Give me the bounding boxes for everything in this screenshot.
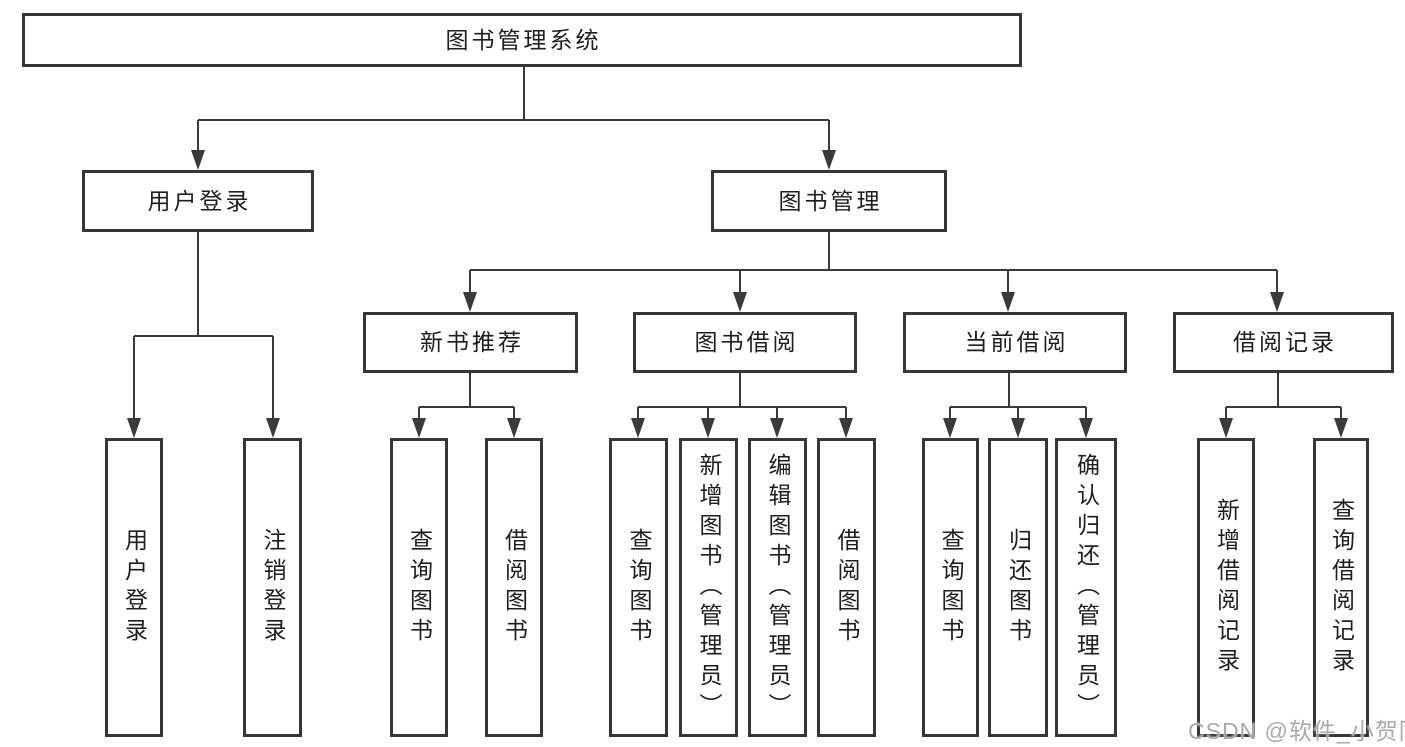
node-user-login-branch: 用户登录	[82, 170, 314, 232]
node-label: 借阅记录	[1233, 329, 1337, 355]
node-new-book-recommendation: 新书推荐	[363, 312, 578, 373]
node-book-management-system: 图书管理系统	[22, 13, 1022, 67]
node-borrow-books-recommend: 借阅图书	[485, 438, 543, 737]
node-query-books-recommend: 查询图书	[390, 438, 448, 737]
node-label: 归还图书	[1005, 527, 1032, 648]
node-query-borrow-record: 查询借阅记录	[1313, 438, 1369, 737]
node-label: 新增借阅记录	[1213, 497, 1240, 678]
node-label: 查询图书	[406, 527, 433, 648]
node-label: 图书借阅	[694, 329, 799, 355]
node-label: 编辑图书（管理员）	[765, 452, 791, 723]
node-query-books-current: 查询图书	[922, 438, 979, 737]
node-label: 新增图书（管理员）	[696, 452, 722, 723]
arrowheads	[127, 150, 1348, 438]
node-label: 借阅图书	[501, 527, 528, 648]
node-confirm-return-admin: 确认归还（管理员）	[1055, 438, 1117, 737]
node-label: 新书推荐	[420, 329, 524, 355]
node-label: 查询借阅记录	[1328, 497, 1355, 678]
node-edit-books-admin: 编辑图书（管理员）	[748, 438, 807, 737]
node-label: 用户登录	[147, 187, 252, 214]
node-borrowing-records: 借阅记录	[1173, 312, 1394, 373]
node-label: 图书管理系统	[445, 26, 602, 53]
node-label: 图书管理	[778, 187, 883, 214]
node-book-management-branch: 图书管理	[711, 170, 947, 232]
node-label: 查询图书	[938, 527, 964, 648]
node-label: 查询图书	[626, 527, 652, 648]
node-book-borrowing: 图书借阅	[633, 312, 857, 373]
watermark: CSDN @软件_小贺同学	[1188, 718, 1405, 744]
node-borrow-books: 借阅图书	[817, 438, 876, 737]
node-return-books: 归还图书	[988, 438, 1048, 737]
node-query-books-borrowing: 查询图书	[609, 438, 668, 737]
node-label: 确认归还（管理员）	[1073, 452, 1100, 723]
node-label: 借阅图书	[834, 527, 860, 648]
node-add-books-admin: 新增图书（管理员）	[679, 438, 738, 737]
node-user-login-leaf: 用户登录	[105, 438, 163, 737]
node-add-borrow-record: 新增借阅记录	[1197, 438, 1255, 737]
node-current-borrowing: 当前借阅	[903, 312, 1127, 373]
node-label: 注销登录	[260, 527, 286, 648]
node-label: 当前借阅	[964, 329, 1069, 355]
node-label: 用户登录	[121, 527, 148, 648]
node-logout-leaf: 注销登录	[243, 438, 302, 737]
